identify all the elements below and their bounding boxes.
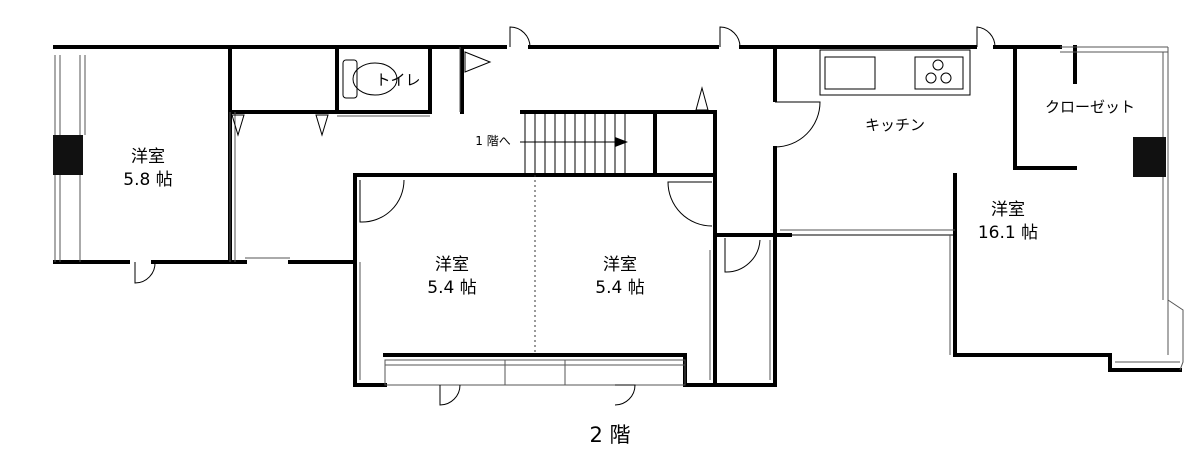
doors (134, 26, 996, 406)
room-label-toilet: トイレ (375, 71, 420, 89)
room-size-center-left: 5.4 帖 (427, 278, 476, 298)
room-size-east-bedroom: 16.1 帖 (978, 223, 1038, 243)
room-label-east-bedroom: 洋室 (991, 200, 1025, 220)
room-label-center-right: 洋室 (603, 255, 637, 275)
room-size-west-bedroom: 5.8 帖 (123, 170, 172, 190)
room-size-center-right: 5.4 帖 (595, 278, 644, 298)
room-label-kitchen: キッチン (865, 116, 925, 134)
kitchen-counter (819, 49, 971, 96)
pillar-east (1133, 137, 1166, 177)
room-label-west-bedroom: 洋室 (131, 147, 165, 167)
stairs-label: 1 階へ (475, 133, 510, 148)
stairs (520, 111, 656, 176)
room-label-center-left: 洋室 (435, 255, 469, 275)
stairs-arrow-icon (615, 137, 628, 147)
room-label-closet: クローゼット (1045, 98, 1135, 116)
floor-label: 2 階 (589, 423, 630, 447)
pillar-west (53, 135, 83, 175)
toilet-fixture (342, 59, 398, 99)
